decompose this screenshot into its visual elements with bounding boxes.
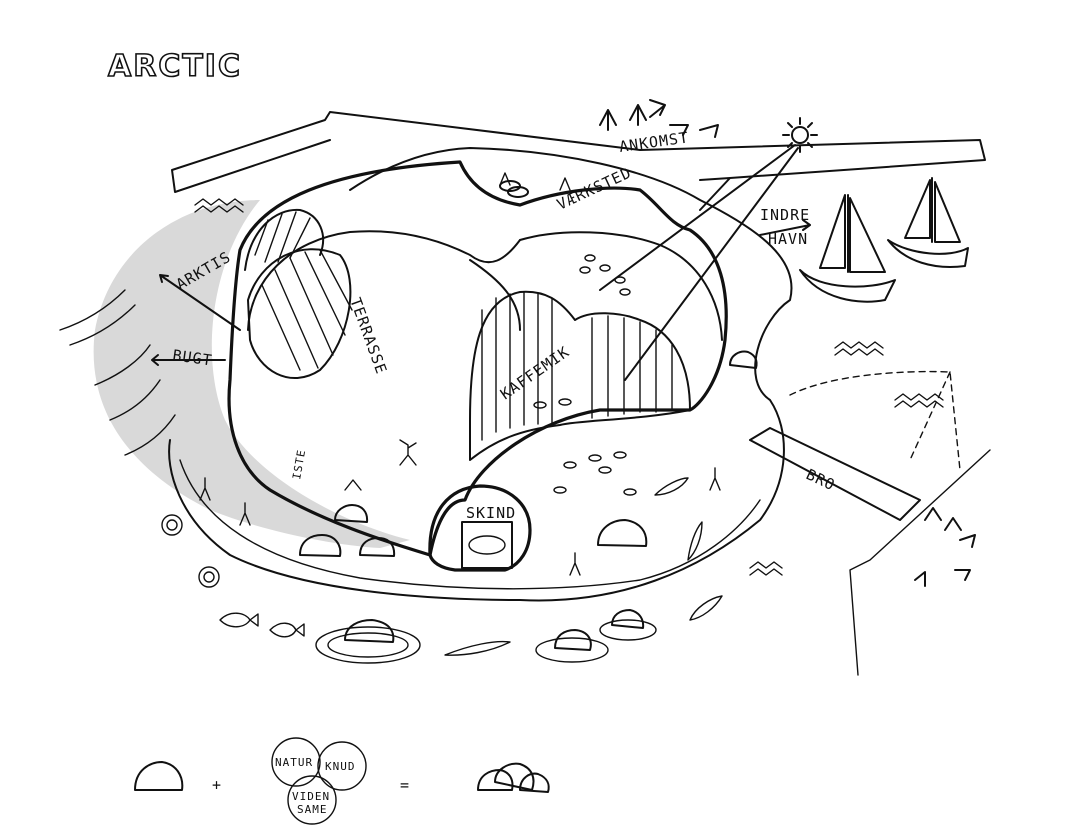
terrace-ridge	[469, 259, 521, 331]
island-inner-rim	[179, 459, 761, 590]
circle-viden	[287, 775, 337, 825]
sailboat-right	[887, 177, 969, 268]
equation-result-domes	[477, 762, 550, 793]
fish-and-kayaks	[219, 477, 723, 656]
skind-door	[461, 521, 513, 569]
label-kaffemik: KAFFEMIK	[497, 343, 573, 404]
arrival-arrows	[599, 99, 719, 138]
equation-viden-1: VIDEN	[292, 790, 330, 803]
sailboat-left	[799, 194, 896, 303]
waves	[194, 198, 944, 576]
concept-equation: + NATUR KNUD VIDEN SAME =	[134, 737, 550, 825]
kaffemik-tables	[533, 254, 637, 496]
indre-havn-arrow	[759, 219, 811, 236]
circle-knud	[317, 741, 367, 791]
bugt-arrow	[151, 354, 226, 366]
label-havn: HAVN	[768, 230, 808, 248]
skind-hide	[468, 535, 506, 555]
arrival-arrows-right	[914, 507, 976, 587]
equation-plus: +	[212, 776, 222, 794]
window-top-left	[244, 208, 325, 271]
dome-inner-right	[519, 231, 723, 341]
label-skind: SKIND	[466, 504, 516, 522]
sketch-title: ARCTIC	[108, 49, 242, 84]
kaffemik-hatching	[481, 291, 673, 441]
island-outline	[168, 147, 793, 602]
people-figures	[199, 172, 721, 576]
label-terrasse: TERRASSE	[346, 295, 390, 377]
equation-natur: NATUR	[275, 756, 313, 769]
equation-viden-2: SAME	[297, 803, 328, 816]
grey-water-shading	[93, 200, 411, 548]
small-domes	[299, 180, 758, 557]
label-iste: ISTE	[290, 448, 308, 480]
dashed-route	[789, 370, 961, 471]
label-bro: BRO	[803, 465, 838, 494]
window-left-hatched	[247, 248, 352, 380]
window-left-hatching	[261, 249, 353, 371]
circle-natur	[271, 737, 321, 787]
bro-bridge	[749, 427, 921, 521]
kelp-left	[59, 289, 176, 456]
main-dome-building	[227, 160, 728, 557]
arktis-arrow	[159, 274, 241, 331]
sun-icon	[599, 117, 818, 381]
label-bugt: BUGT	[171, 346, 213, 369]
equation-knud: KNUD	[325, 760, 356, 773]
label-ankomst: ANKOMST	[618, 128, 690, 156]
equation-equals: =	[400, 776, 410, 794]
dome-inner-left	[247, 230, 521, 331]
dock-outline	[849, 449, 991, 676]
kaffemik-window	[469, 290, 691, 461]
window-top-left-hatching	[254, 211, 311, 263]
label-indre: INDRE	[760, 206, 810, 224]
rocks-water	[161, 514, 657, 664]
equation-dome-icon	[134, 761, 184, 791]
skind-entrance	[428, 484, 532, 572]
